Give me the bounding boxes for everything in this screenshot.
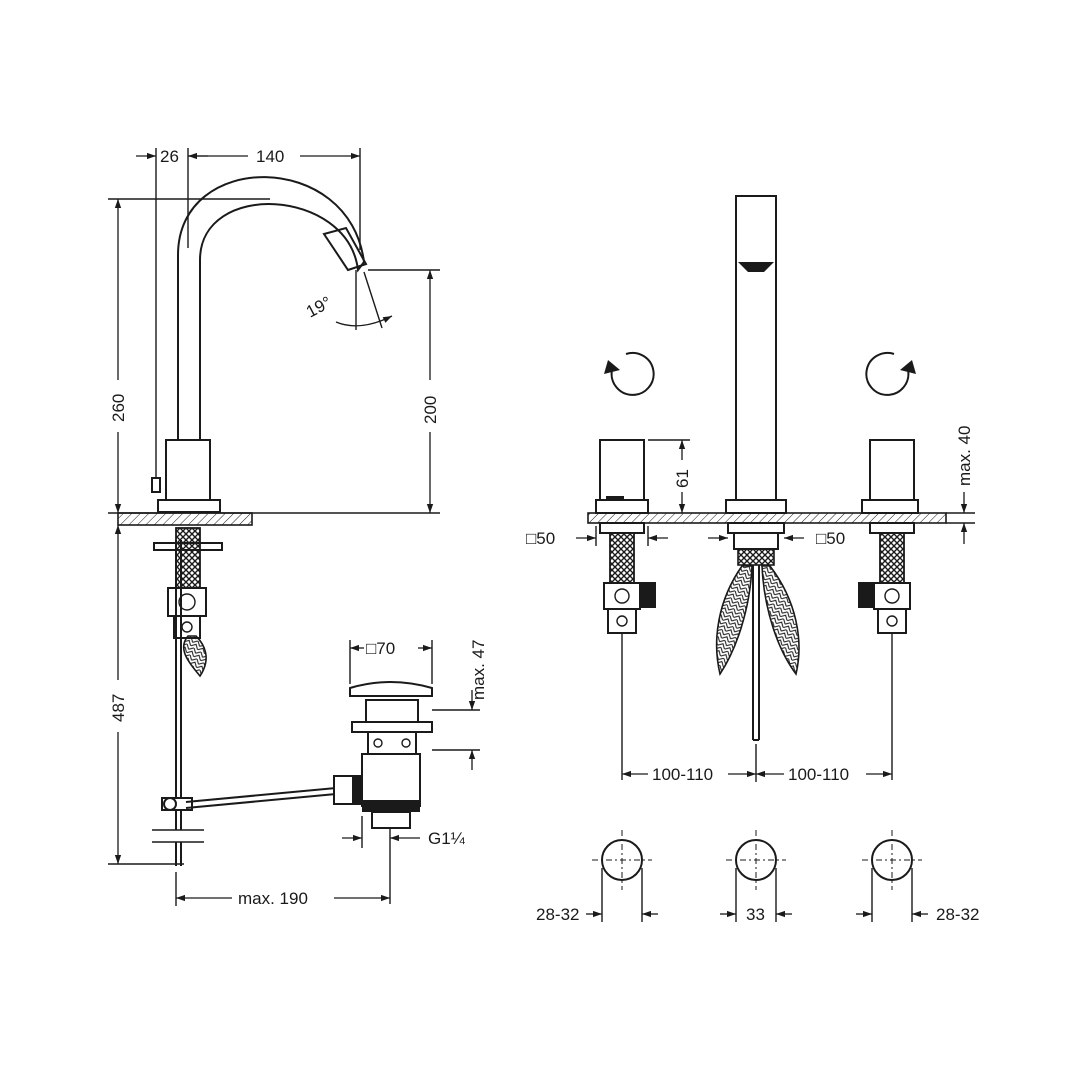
dim-outlet-angle: 19° — [303, 293, 335, 322]
mounting-hole-right: 28-32 — [856, 830, 979, 924]
spout — [177, 176, 366, 440]
dim-hole-left-28-32: 28-32 — [536, 905, 579, 924]
flexible-hose-right — [761, 565, 800, 676]
left-handle-valve — [595, 439, 656, 780]
dim-waste-thread-g114: G1¼ — [428, 829, 466, 848]
threaded-shank — [175, 527, 201, 589]
rotate-clockwise-icon — [865, 351, 916, 396]
rotate-counterclockwise-icon — [604, 351, 655, 396]
flexible-hose-left-view — [182, 635, 207, 678]
pop-up-rod-knob — [151, 477, 161, 493]
dim-total-height-260: 260 — [109, 394, 128, 422]
dim-hole-right-28-32: 28-32 — [936, 905, 979, 924]
waste-plug-head — [349, 681, 433, 697]
right-handle-valve — [858, 439, 919, 780]
mounting-hole-left: 28-32 — [536, 830, 658, 924]
dim-spout-offset-26: 26 — [160, 147, 179, 166]
flexible-hose-left — [715, 565, 753, 676]
dim-under-counter-487: 487 — [109, 694, 128, 722]
three-hole-mixer-front-view: 61 max. 40 □50 □50 100-110 100-110 — [526, 195, 979, 924]
dim-handle-height-61: 61 — [673, 469, 692, 488]
dim-spacing-right: 100-110 — [788, 765, 849, 784]
countertop-left — [117, 512, 253, 526]
single-hole-mixer-side-view: 26 140 260 200 19° 487 □70 max. 47 — [108, 147, 488, 908]
countertop-right — [587, 512, 947, 524]
central-spout — [735, 195, 777, 501]
dim-hole-center-33: 33 — [746, 905, 765, 924]
dim-handle-rosette-50: □50 — [526, 529, 555, 548]
dim-rod-length-max190: max. 190 — [238, 889, 308, 908]
dim-counter-thickness-max40: max. 40 — [955, 426, 974, 486]
dim-plug-width-70: □70 — [366, 639, 395, 658]
dim-plug-lift-max47: max. 47 — [469, 640, 488, 700]
dim-spout-reach-140: 140 — [256, 147, 284, 166]
mounting-hole-center: 33 — [720, 830, 792, 924]
mixer-body — [165, 439, 211, 503]
waste-body — [361, 753, 421, 807]
dim-outlet-height-200: 200 — [421, 396, 440, 424]
dim-spout-rosette-50: □50 — [816, 529, 845, 548]
dim-spacing-left: 100-110 — [652, 765, 713, 784]
waste-thread — [362, 800, 420, 812]
